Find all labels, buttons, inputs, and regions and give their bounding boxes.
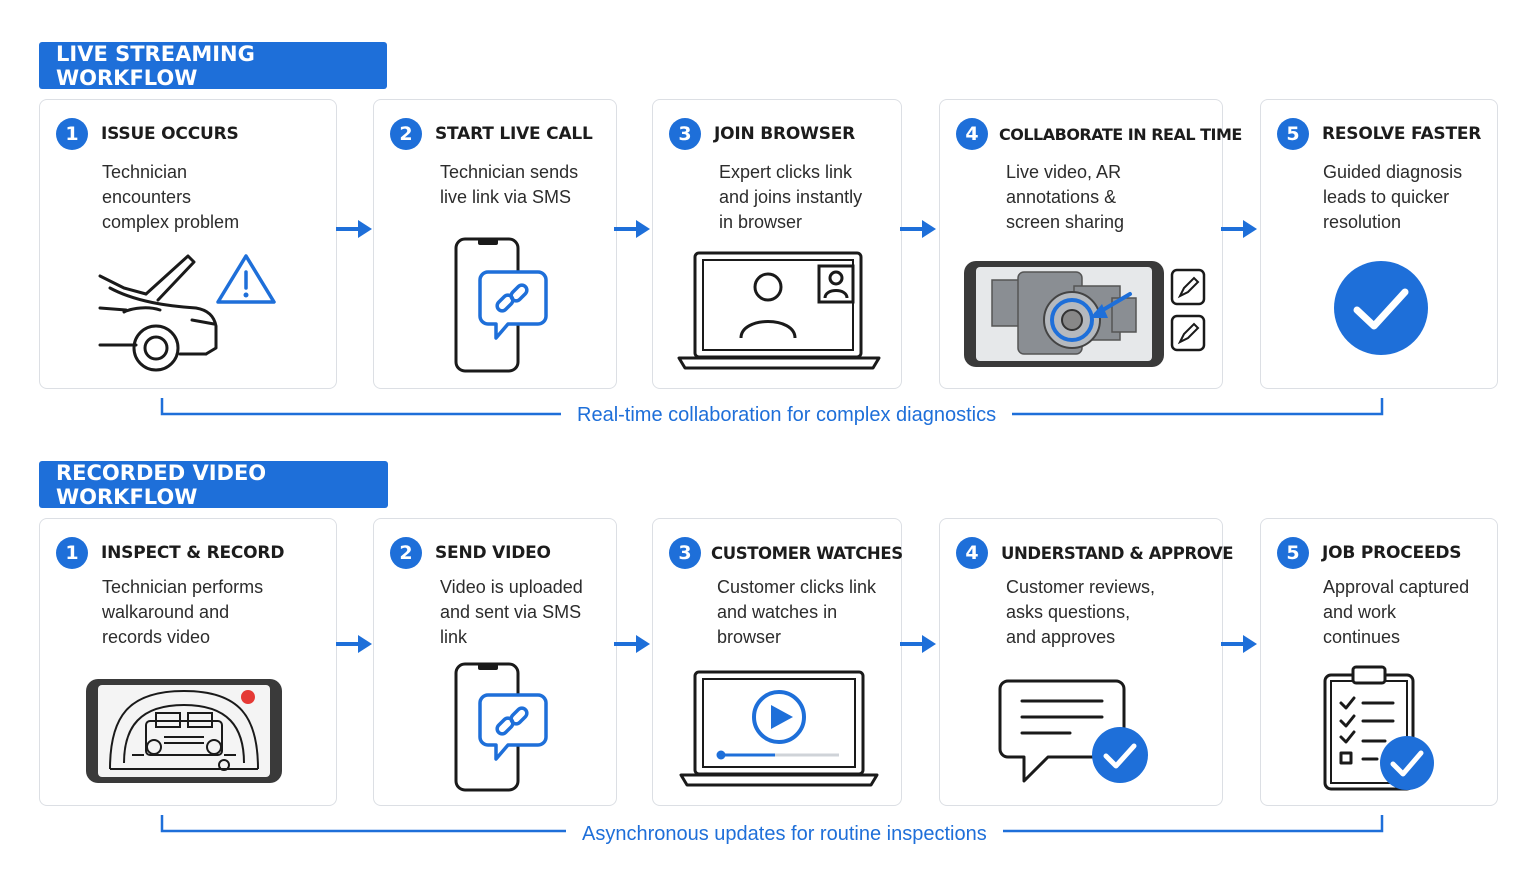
phone-ar-annotation-icon [964, 261, 1206, 367]
phone-recording-engine-icon [86, 679, 282, 783]
step-number-badge: 3 [669, 118, 701, 150]
step-number-badge: 4 [956, 537, 988, 569]
laptop-video-call-icon [677, 251, 881, 370]
chat-approve-icon [998, 679, 1148, 783]
step-title: JOB PROCEEDS [1322, 543, 1462, 563]
step-title: UNDERSTAND & APPROVE [1001, 543, 1234, 563]
flow-arrow-icon [900, 220, 936, 238]
flow-arrow-icon [336, 220, 372, 238]
phone-link-icon [454, 237, 548, 373]
step-title: START LIVE CALL [435, 124, 593, 144]
recorded-summary-label: Asynchronous updates for routine inspect… [566, 823, 1003, 846]
step-title: JOIN BROWSER [714, 124, 856, 144]
live-summary-label: Real-time collaboration for complex diag… [561, 404, 1013, 427]
step-number-badge: 2 [390, 118, 422, 150]
flow-arrow-icon [614, 220, 650, 238]
clipboard-check-icon [1323, 665, 1434, 791]
flow-arrow-icon [614, 635, 650, 653]
live-step-4-card: 4 COLLABORATE IN REAL TIME Live video, AR… [939, 99, 1242, 389]
step-title: CUSTOMER WATCHES [711, 543, 903, 563]
step-number-badge: 1 [56, 537, 88, 569]
step-number-badge: 2 [390, 537, 422, 569]
recorded-step-4-card: 4 UNDERSTAND & APPROVE Customer reviews,a… [939, 518, 1234, 806]
checkmark-circle-icon [1334, 261, 1428, 355]
step-number-badge: 4 [956, 118, 988, 150]
step-title: SEND VIDEO [435, 543, 551, 563]
phone-link-icon [454, 662, 548, 792]
recorded-workflow-header: RECORDED VIDEO WORKFLOW [39, 461, 388, 509]
laptop-play-video-icon [679, 670, 879, 787]
step-number-badge: 3 [669, 537, 701, 569]
live-workflow-header: LIVE STREAMING WORKFLOW [39, 42, 387, 90]
flow-arrow-icon [336, 635, 372, 653]
flow-arrow-icon [900, 635, 936, 653]
step-title: RESOLVE FASTER [1322, 124, 1482, 144]
step-number-badge: 1 [56, 118, 88, 150]
step-number-badge: 5 [1277, 537, 1309, 569]
flow-arrow-icon [1221, 635, 1257, 653]
step-description: Customer reviews,asks questions,and appr… [1006, 577, 1156, 647]
step-title: ISSUE OCCURS [101, 124, 239, 144]
step-title: COLLABORATE IN REAL TIME [999, 124, 1242, 144]
step-title: INSPECT & RECORD [101, 543, 285, 563]
car-with-warning-icon [98, 254, 276, 372]
step-number-badge: 5 [1277, 118, 1309, 150]
flow-arrow-icon [1221, 220, 1257, 238]
